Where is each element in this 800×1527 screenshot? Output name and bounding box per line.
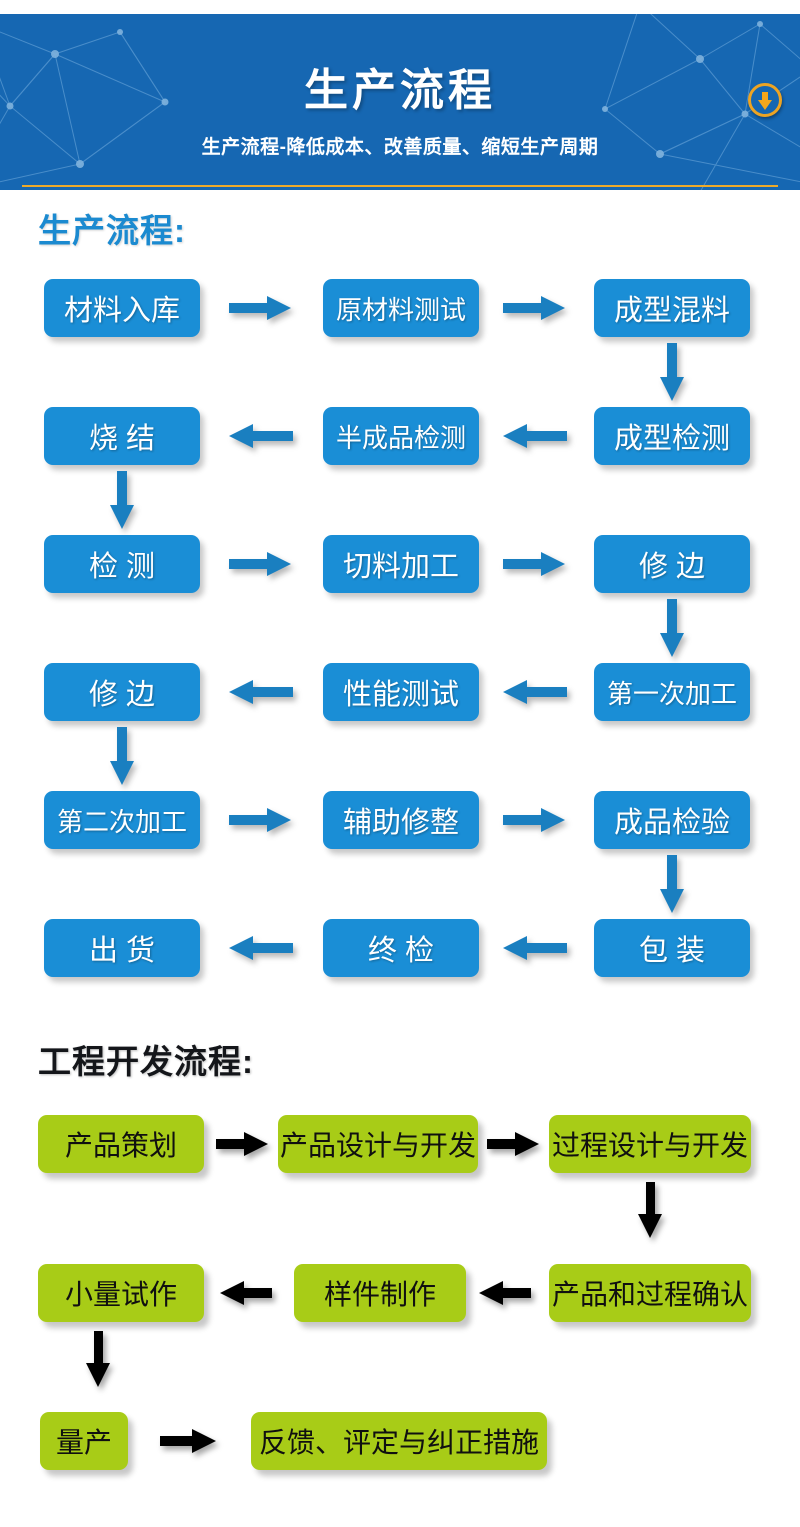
arrow-left-r4-1 bbox=[229, 680, 293, 704]
node-performance-test[interactable]: 性能测试 bbox=[323, 663, 479, 721]
node-shipment[interactable]: 出 货 bbox=[44, 919, 200, 977]
arrow-left-r6-2 bbox=[503, 936, 567, 960]
arrow-left-r2-1 bbox=[229, 424, 293, 448]
node-forming-inspection[interactable]: 成型检测 bbox=[594, 407, 750, 465]
node-packaging[interactable]: 包 装 bbox=[594, 919, 750, 977]
arrow-down-c1-r2 bbox=[110, 471, 134, 529]
download-arrow-icon[interactable] bbox=[748, 83, 782, 117]
arrow-right-r5-2 bbox=[503, 808, 567, 832]
page-title: 生产流程 bbox=[304, 66, 496, 115]
node-sintering[interactable]: 烧 结 bbox=[44, 407, 200, 465]
arrow-right-r5-1 bbox=[229, 808, 293, 832]
arrow-left-r4-2 bbox=[503, 680, 567, 704]
node-inspection[interactable]: 检 测 bbox=[44, 535, 200, 593]
arrow-down-c3-r3 bbox=[660, 599, 684, 657]
node-semifinished-inspection[interactable]: 半成品检测 bbox=[323, 407, 479, 465]
arrow-left-r2-2 bbox=[503, 424, 567, 448]
page-subtitle: 生产流程-降低成本、改善质量、缩短生产周期 bbox=[201, 137, 599, 158]
engineering-section-heading: 工程开发流程: bbox=[38, 1043, 254, 1080]
page-header: 生产流程 生产流程-降低成本、改善质量、缩短生产周期 bbox=[0, 14, 800, 190]
arrow-down-g-c3 bbox=[638, 1182, 662, 1238]
production-section-heading: 生产流程: bbox=[38, 212, 186, 249]
node-product-process-validation[interactable]: 产品和过程确认 bbox=[549, 1264, 751, 1322]
node-finished-inspection[interactable]: 成品检验 bbox=[594, 791, 750, 849]
arrow-down-c3-r1 bbox=[660, 343, 684, 401]
header-divider bbox=[22, 185, 778, 187]
node-raw-material-test[interactable]: 原材料测试 bbox=[323, 279, 479, 337]
arrow-left-g2-1 bbox=[220, 1281, 272, 1305]
arrow-down-c1-r4 bbox=[110, 727, 134, 785]
arrow-right-r1-2 bbox=[503, 296, 567, 320]
content-card: 生产流程: 材料入库 原材料测试 成型混料 烧 结 半成品检测 成型检测 bbox=[8, 190, 792, 1508]
arrow-right-r1-1 bbox=[229, 296, 293, 320]
arrow-down-g-c1 bbox=[86, 1331, 110, 1387]
node-auxiliary-trimming[interactable]: 辅助修整 bbox=[323, 791, 479, 849]
network-pattern-decoration bbox=[0, 14, 800, 190]
arrow-right-r3-1 bbox=[229, 552, 293, 576]
node-cutting-processing[interactable]: 切料加工 bbox=[323, 535, 479, 593]
arrow-right-r3-2 bbox=[503, 552, 567, 576]
download-arrow-head bbox=[758, 100, 772, 110]
node-second-processing[interactable]: 第二次加工 bbox=[44, 791, 200, 849]
node-material-warehousing[interactable]: 材料入库 bbox=[44, 279, 200, 337]
node-small-batch-trial[interactable]: 小量试作 bbox=[38, 1264, 204, 1322]
node-final-inspection[interactable]: 终 检 bbox=[323, 919, 479, 977]
arrow-left-r6-1 bbox=[229, 936, 293, 960]
arrow-right-g1-2 bbox=[487, 1132, 539, 1156]
node-trimming-1[interactable]: 修 边 bbox=[594, 535, 750, 593]
node-forming-mixture[interactable]: 成型混料 bbox=[594, 279, 750, 337]
node-product-planning[interactable]: 产品策划 bbox=[38, 1115, 204, 1173]
download-arrow-shaft bbox=[762, 92, 768, 102]
node-product-design-development[interactable]: 产品设计与开发 bbox=[278, 1115, 478, 1173]
node-trimming-2[interactable]: 修 边 bbox=[44, 663, 200, 721]
arrow-right-g1-1 bbox=[216, 1132, 268, 1156]
node-process-design-development[interactable]: 过程设计与开发 bbox=[549, 1115, 751, 1173]
node-feedback-assessment-corrective[interactable]: 反馈、评定与纠正措施 bbox=[251, 1412, 547, 1470]
node-sample-making[interactable]: 样件制作 bbox=[294, 1264, 466, 1322]
node-first-processing[interactable]: 第一次加工 bbox=[594, 663, 750, 721]
node-mass-production[interactable]: 量产 bbox=[40, 1412, 128, 1470]
arrow-left-g2-2 bbox=[479, 1281, 531, 1305]
arrow-right-g3-1 bbox=[160, 1429, 218, 1453]
arrow-down-c3-r5 bbox=[660, 855, 684, 913]
